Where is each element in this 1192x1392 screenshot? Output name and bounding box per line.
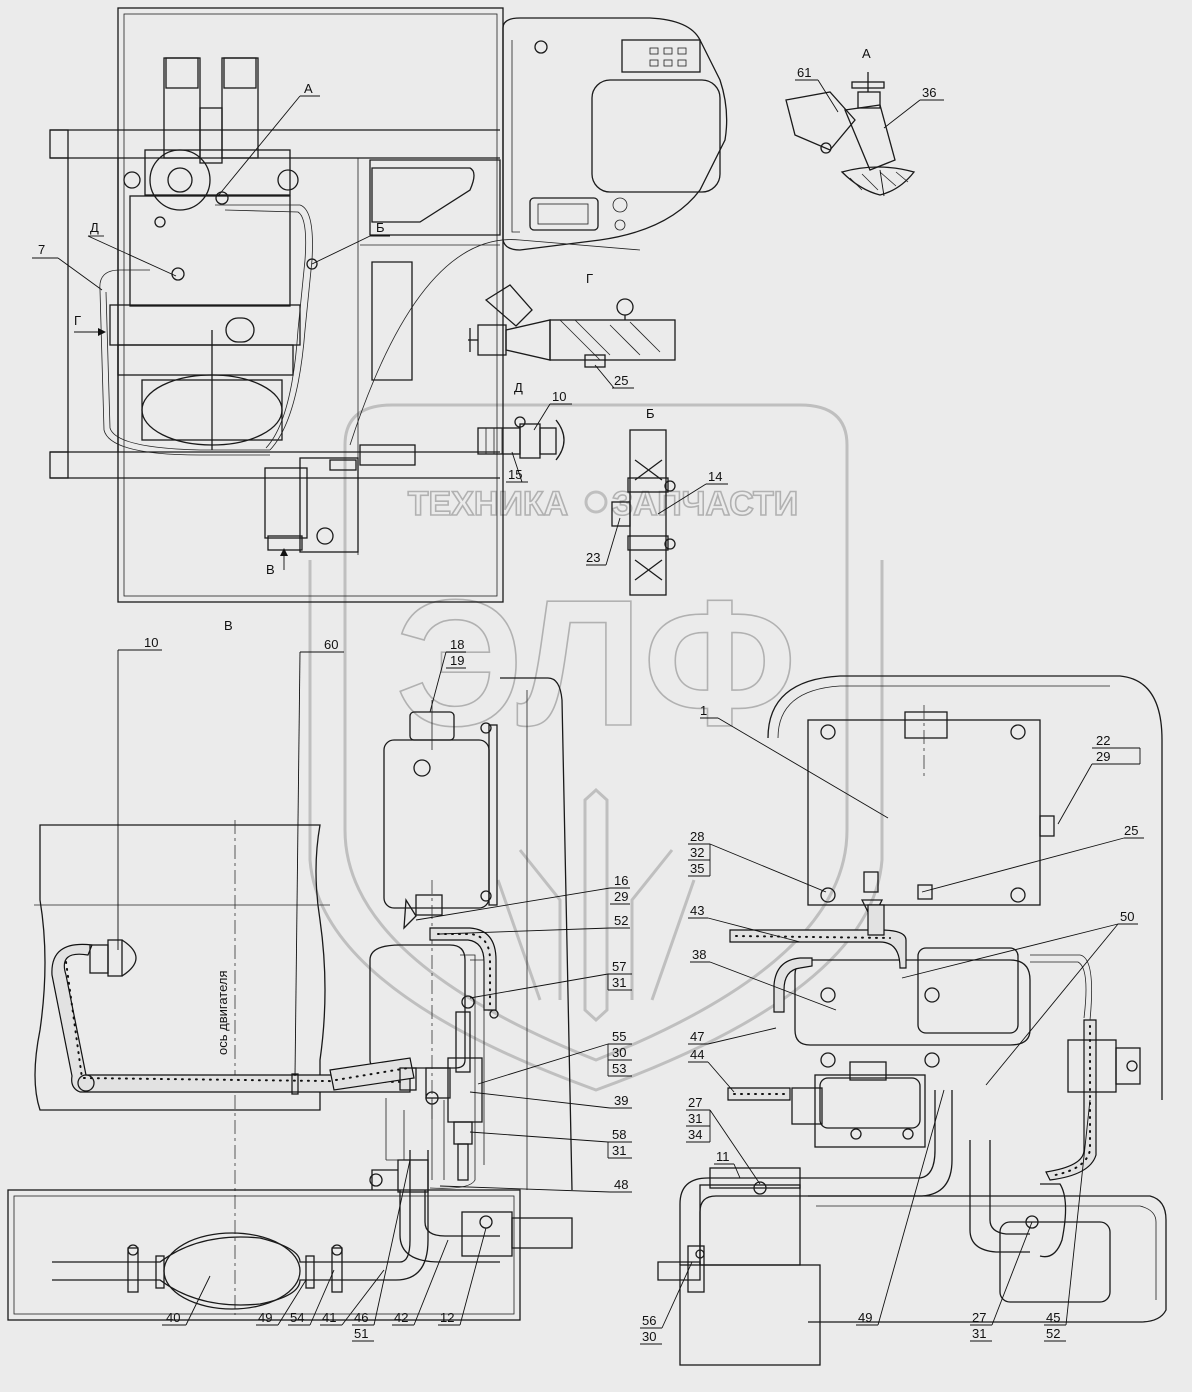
view-v: В ось двигателя [7,618,573,1321]
callout-35: 35 [690,861,704,876]
callout-48: 48 [614,1177,628,1192]
callout-49-right: 49 [858,1310,872,1325]
detail-g-title: Г [586,271,593,286]
engine-axis-label: ось двигателя [215,971,230,1056]
callout-57: 57 [612,959,626,974]
watermark-left-text: ТЕХНИКА [408,485,568,523]
callout-50: 50 [1120,909,1134,924]
callout-10-detail: 10 [552,389,566,404]
callout-12: 12 [440,1310,454,1325]
callout-56: 56 [642,1313,656,1328]
callout-27-top: 27 [688,1095,702,1110]
callout-16: 16 [614,873,628,888]
callout-19: 19 [450,653,464,668]
callout-47: 47 [690,1029,704,1044]
detail-a-title: А [862,46,871,61]
callout-7: 7 [38,242,45,257]
callout-29-right: 29 [1096,749,1110,764]
top-view-frame: Г В А Д Б [49,7,728,603]
callouts: 61 36 7 25 10 15 14 23 10 60 18 19 1 [32,65,1144,1345]
callout-38: 38 [692,947,706,962]
callout-32: 32 [690,845,704,860]
callout-29-left: 29 [614,889,628,904]
watermark: ЭЛФ ТЕХНИКА ЗАПЧАСТИ [308,403,884,1092]
callout-55: 55 [612,1029,626,1044]
callout-44: 44 [690,1047,704,1062]
detail-g: Г [349,239,676,446]
callout-53: 53 [612,1061,626,1076]
callout-52-bottom: 52 [1046,1326,1060,1341]
callout-45: 45 [1046,1310,1060,1325]
callout-49-left: 49 [258,1310,272,1325]
callout-31-57: 31 [612,975,626,990]
callout-14: 14 [708,469,722,484]
detail-d: Д [477,380,565,461]
heater-view [657,675,1167,1366]
callout-28: 28 [690,829,704,844]
callout-40: 40 [166,1310,180,1325]
callout-25-detail: 25 [614,373,628,388]
callout-46: 46 [354,1310,368,1325]
callout-11: 11 [716,1149,730,1164]
callout-31-bottom: 31 [972,1326,986,1341]
view-marker-d-top: Д [90,220,99,235]
callout-41: 41 [322,1310,336,1325]
callout-1: 1 [700,703,707,718]
view-marker-b-top: Б [376,220,385,235]
callout-30-55: 30 [612,1045,626,1060]
callout-36: 36 [922,85,936,100]
view-arrow-v: В [266,562,275,577]
detail-a: А [785,46,916,197]
view-marker-a-top: А [304,81,313,96]
view-arrow-g: Г [74,313,81,328]
callout-34: 34 [688,1127,702,1142]
callout-31-58: 31 [612,1143,626,1158]
callout-15: 15 [508,467,522,482]
callout-43: 43 [690,903,704,918]
callout-27-bottom: 27 [972,1310,986,1325]
callout-25: 25 [1124,823,1138,838]
detail-b: Б [611,406,676,596]
callout-39: 39 [614,1093,628,1108]
callout-42: 42 [394,1310,408,1325]
watermark-right-text: ЗАПЧАСТИ [612,485,798,523]
callout-30-56: 30 [642,1329,656,1344]
callout-18: 18 [450,637,464,652]
callout-10-view: 10 [144,635,158,650]
callout-60: 60 [324,637,338,652]
callout-23: 23 [586,550,600,565]
callout-58: 58 [612,1127,626,1142]
callout-61: 61 [797,65,811,80]
callout-31-27: 31 [688,1111,702,1126]
callout-22: 22 [1096,733,1110,748]
callout-54: 54 [290,1310,304,1325]
callout-52-left: 52 [614,913,628,928]
detail-d-title: Д [514,380,523,395]
detail-b-title: Б [646,406,655,421]
callout-51: 51 [354,1326,368,1341]
view-v-title: В [224,618,233,633]
